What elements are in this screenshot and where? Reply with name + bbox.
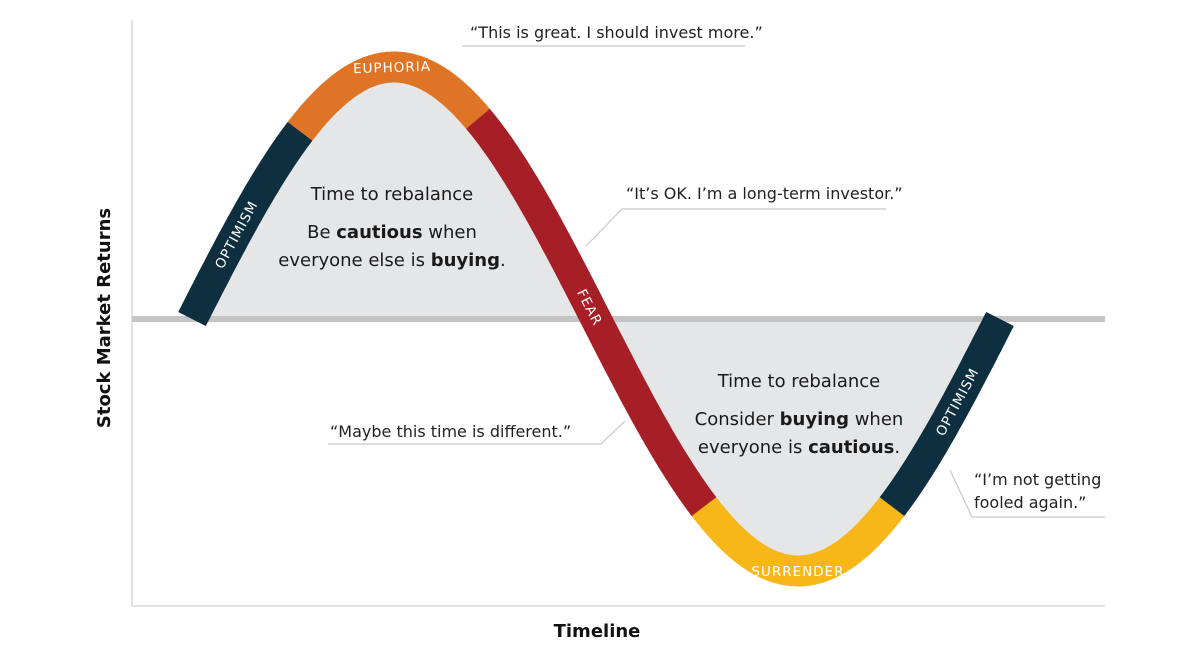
top-advice-title: Time to rebalance	[310, 184, 474, 205]
fear-early-quote: “It’s OK. I’m a long-term investor.”	[626, 184, 903, 203]
optimism-rise-band	[178, 118, 313, 326]
euphoria-band	[287, 51, 490, 141]
recovery-quote-line-1: “I’m not getting	[974, 470, 1101, 489]
fear-late-quote-leader	[328, 420, 626, 445]
recovery-quote-line-2: fooled again.”	[974, 493, 1086, 512]
recovery-quote-leader	[949, 469, 1105, 518]
x-axis-title: Timeline	[554, 621, 641, 642]
euphoria-label: EUPHORIA	[353, 59, 431, 77]
fear-late-quote: “Maybe this time is different.”	[330, 422, 571, 441]
fear-early-quote-leader	[585, 208, 886, 247]
fear-band	[466, 108, 717, 520]
surrender-label: SURRENDER	[751, 564, 844, 580]
bottom-advice-line-2: everyone is cautious.	[698, 437, 900, 458]
zero-return-baseline	[132, 316, 1105, 322]
cycle-bands	[178, 51, 1014, 587]
bottom-advice-line-1: Consider buying when	[695, 409, 904, 430]
euphoria-quote: “This is great. I should invest more.”	[470, 23, 763, 42]
optimism-recovery-band	[879, 312, 1014, 516]
top-advice-line-1: Be cautious when	[307, 222, 477, 243]
surrender-band	[691, 493, 905, 587]
y-axis-title: Stock Market Returns	[94, 208, 115, 428]
top-advice-line-2: everyone else is buying.	[278, 250, 505, 271]
bottom-advice-title: Time to rebalance	[717, 371, 881, 392]
